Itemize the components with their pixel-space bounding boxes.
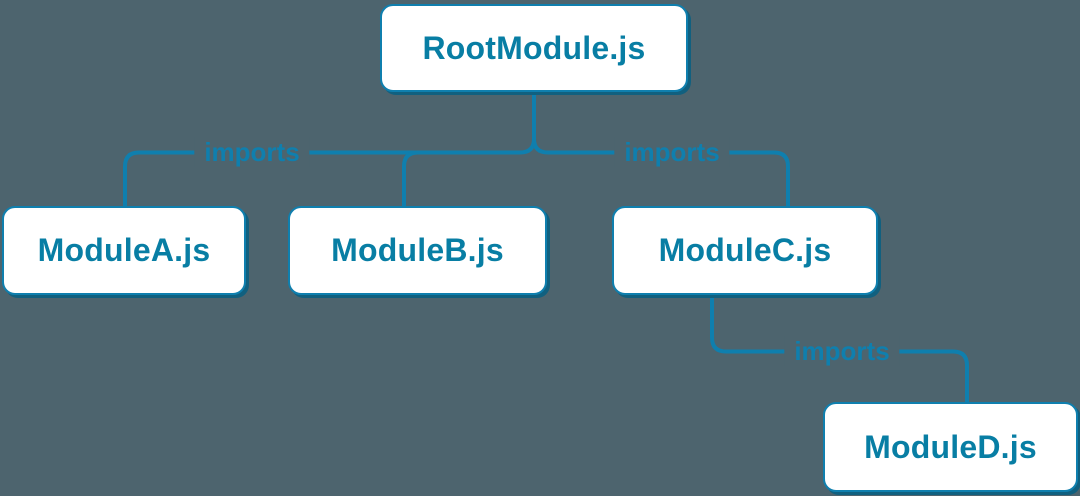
node-label: ModuleD.js [864,428,1037,465]
node-label: ModuleB.js [331,232,504,268]
node-module-c: ModuleC.js [612,206,878,295]
node-module-b: ModuleB.js [288,206,547,295]
edge-label-imports: imports [194,137,310,167]
node-label: ModuleA.js [37,232,211,268]
edge-root-module-to-module-b [402,150,419,208]
node-root-module: RootModule.js [380,4,688,92]
node-label: ModuleC.js [658,232,832,268]
node-label: RootModule.js [422,29,646,66]
edge-label-imports: imports [614,137,730,167]
edge-root-module-to-module-a [123,92,536,208]
node-module-a: ModuleA.js [2,206,246,295]
node-module-d: ModuleD.js [823,402,1078,492]
edge-label-imports: imports [784,336,900,366]
